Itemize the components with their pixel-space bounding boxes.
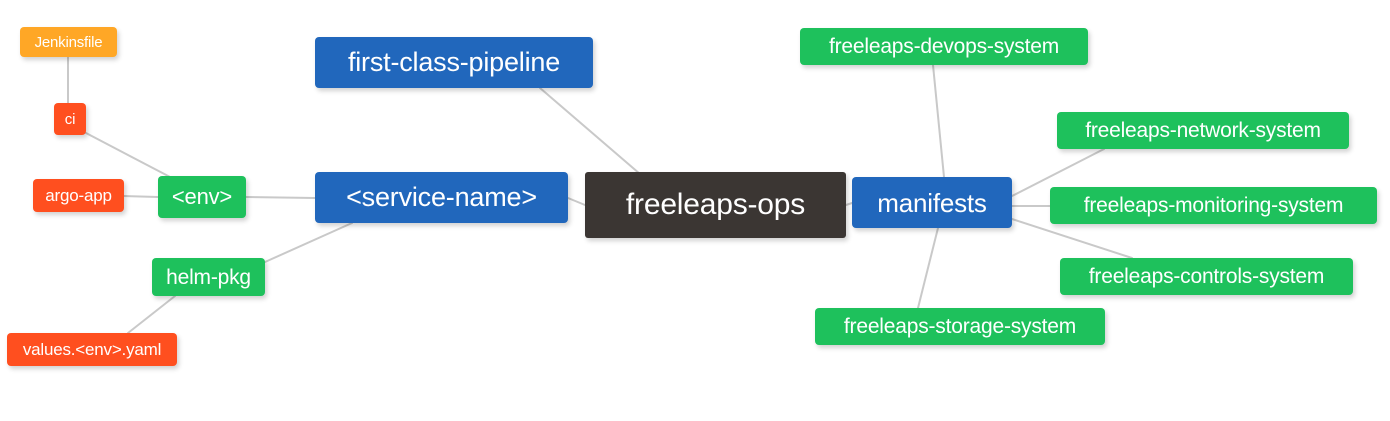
edge-env-to-ci: [85, 132, 173, 179]
node-helm-pkg[interactable]: helm-pkg: [152, 258, 265, 296]
edge-root-to-service-name: [567, 197, 586, 206]
edge-manifests-to-controls-system: [1011, 218, 1133, 259]
node-jenkinsfile[interactable]: Jenkinsfile: [20, 27, 117, 57]
node-env[interactable]: <env>: [158, 176, 246, 218]
node-root[interactable]: freeleaps-ops: [585, 172, 846, 238]
edge-root-to-first-class-pipeline: [539, 87, 641, 175]
node-monitoring-system[interactable]: freeleaps-monitoring-system: [1050, 187, 1377, 224]
node-service-name[interactable]: <service-name>: [315, 172, 568, 223]
node-manifests[interactable]: manifests: [852, 177, 1012, 228]
edge-manifests-to-storage-system: [917, 227, 939, 309]
node-argo-app[interactable]: argo-app: [33, 179, 124, 212]
edge-service-name-to-env: [245, 196, 316, 199]
edge-manifests-to-devops-system: [932, 64, 945, 178]
node-ci[interactable]: ci: [54, 103, 86, 135]
node-controls-system[interactable]: freeleaps-controls-system: [1060, 258, 1353, 295]
edge-env-to-argo-app: [123, 195, 159, 198]
node-values-yaml[interactable]: values.<env>.yaml: [7, 333, 177, 366]
edge-service-name-to-helm-pkg: [264, 222, 353, 263]
node-first-class-pipeline[interactable]: first-class-pipeline: [315, 37, 593, 88]
node-storage-system[interactable]: freeleaps-storage-system: [815, 308, 1105, 345]
node-devops-system[interactable]: freeleaps-devops-system: [800, 28, 1088, 65]
node-network-system[interactable]: freeleaps-network-system: [1057, 112, 1349, 149]
edge-helm-pkg-to-values-yaml: [127, 295, 176, 334]
